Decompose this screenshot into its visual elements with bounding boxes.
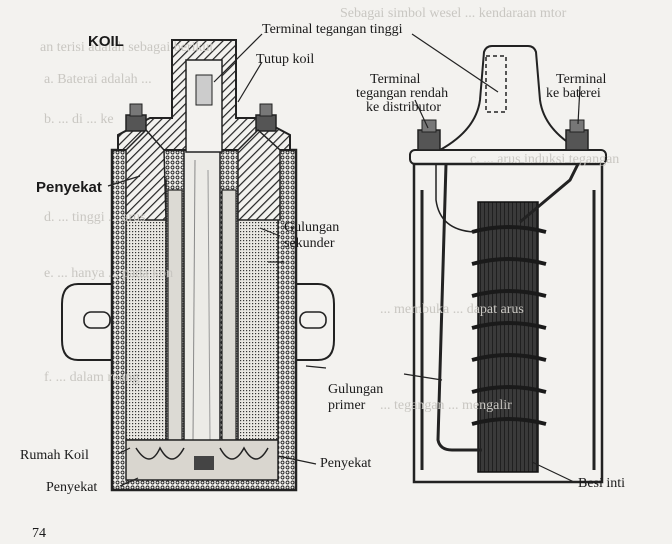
battery-terminal-stud <box>565 129 589 151</box>
bleed-text-10: ... tegangan ... mengalir <box>380 398 512 413</box>
bleed-text-7: e. ... hanya ... pada kon <box>44 266 174 281</box>
bleed-text-4: b. ... di ... ke <box>44 112 114 127</box>
label-penyekat-right: Penyekat <box>320 456 372 471</box>
insulator-cone-left <box>125 128 167 221</box>
label-terminal-distributor-line1: Terminal <box>370 72 421 87</box>
label-besi-inti: Besi inti <box>578 476 626 491</box>
coil-tower <box>436 45 584 151</box>
label-terminal-baterei-line1: Terminal <box>556 72 607 87</box>
label-terminal-distributor-line2: tegangan rendah <box>356 86 449 101</box>
label-gulungan-sekunder-line1: Gulungan <box>284 220 340 235</box>
secondary-winding-left <box>125 179 167 441</box>
label-rumah-koil: Rumah Koil <box>20 448 89 463</box>
label-penyekat-top: Penyekat <box>36 179 102 196</box>
bleed-text-8: ... membuka ... dapat arus <box>380 302 524 317</box>
bracket-slot-right <box>299 311 327 329</box>
label-penyekat-bottom: Penyekat <box>46 480 98 495</box>
label-tutup-koil: Tutup koil <box>256 52 315 67</box>
page-number: 74 <box>32 526 46 541</box>
bleed-text-5: c. ... arus induksi tegangan <box>470 152 620 167</box>
iron-core-left <box>183 147 221 449</box>
label-gulungan-primer-line1: Gulungan <box>328 382 384 397</box>
coil-cutaway <box>61 39 335 492</box>
bleed-text-3: a. Baterai adalah ... <box>44 72 152 87</box>
label-terminal-tegangan-tinggi: Terminal tegangan tinggi <box>262 22 403 37</box>
label-gulungan-primer-line2: primer <box>328 398 366 413</box>
primary-winding-right <box>221 189 237 441</box>
diagram-title: KOIL <box>88 33 124 50</box>
insulator-cone-right <box>237 128 281 221</box>
bleed-text-9: f. ... dalam ruang <box>44 370 140 385</box>
label-terminal-baterei-line2: ke baterei <box>546 86 601 101</box>
label-terminal-distributor-line3: ke distributor <box>366 100 442 115</box>
label-terminal-distributor: Terminal <box>370 72 420 87</box>
iron-core-right <box>477 201 539 473</box>
label-gulungan-sekunder-line2: sekunder <box>284 236 335 251</box>
bracket-slot-left <box>83 311 111 329</box>
bleed-text-1: Sebagai simbol wesel ... kendaraan mtor <box>340 6 567 21</box>
terminal-stud-left <box>125 114 147 132</box>
leader-lines <box>107 33 581 487</box>
bleed-text-2: an terisi adalah sebagai berikut <box>40 40 214 55</box>
terminal-stud-right <box>255 114 277 132</box>
hv-terminal-bore <box>185 59 223 153</box>
bleed-text-6: d. ... tinggi ... arus <box>44 210 146 225</box>
primary-winding-left <box>167 189 183 441</box>
distributor-terminal-stud <box>417 129 441 151</box>
secondary-winding-right <box>237 179 279 441</box>
hv-terminal-dashed <box>485 55 507 113</box>
coil-exterior <box>409 45 607 484</box>
